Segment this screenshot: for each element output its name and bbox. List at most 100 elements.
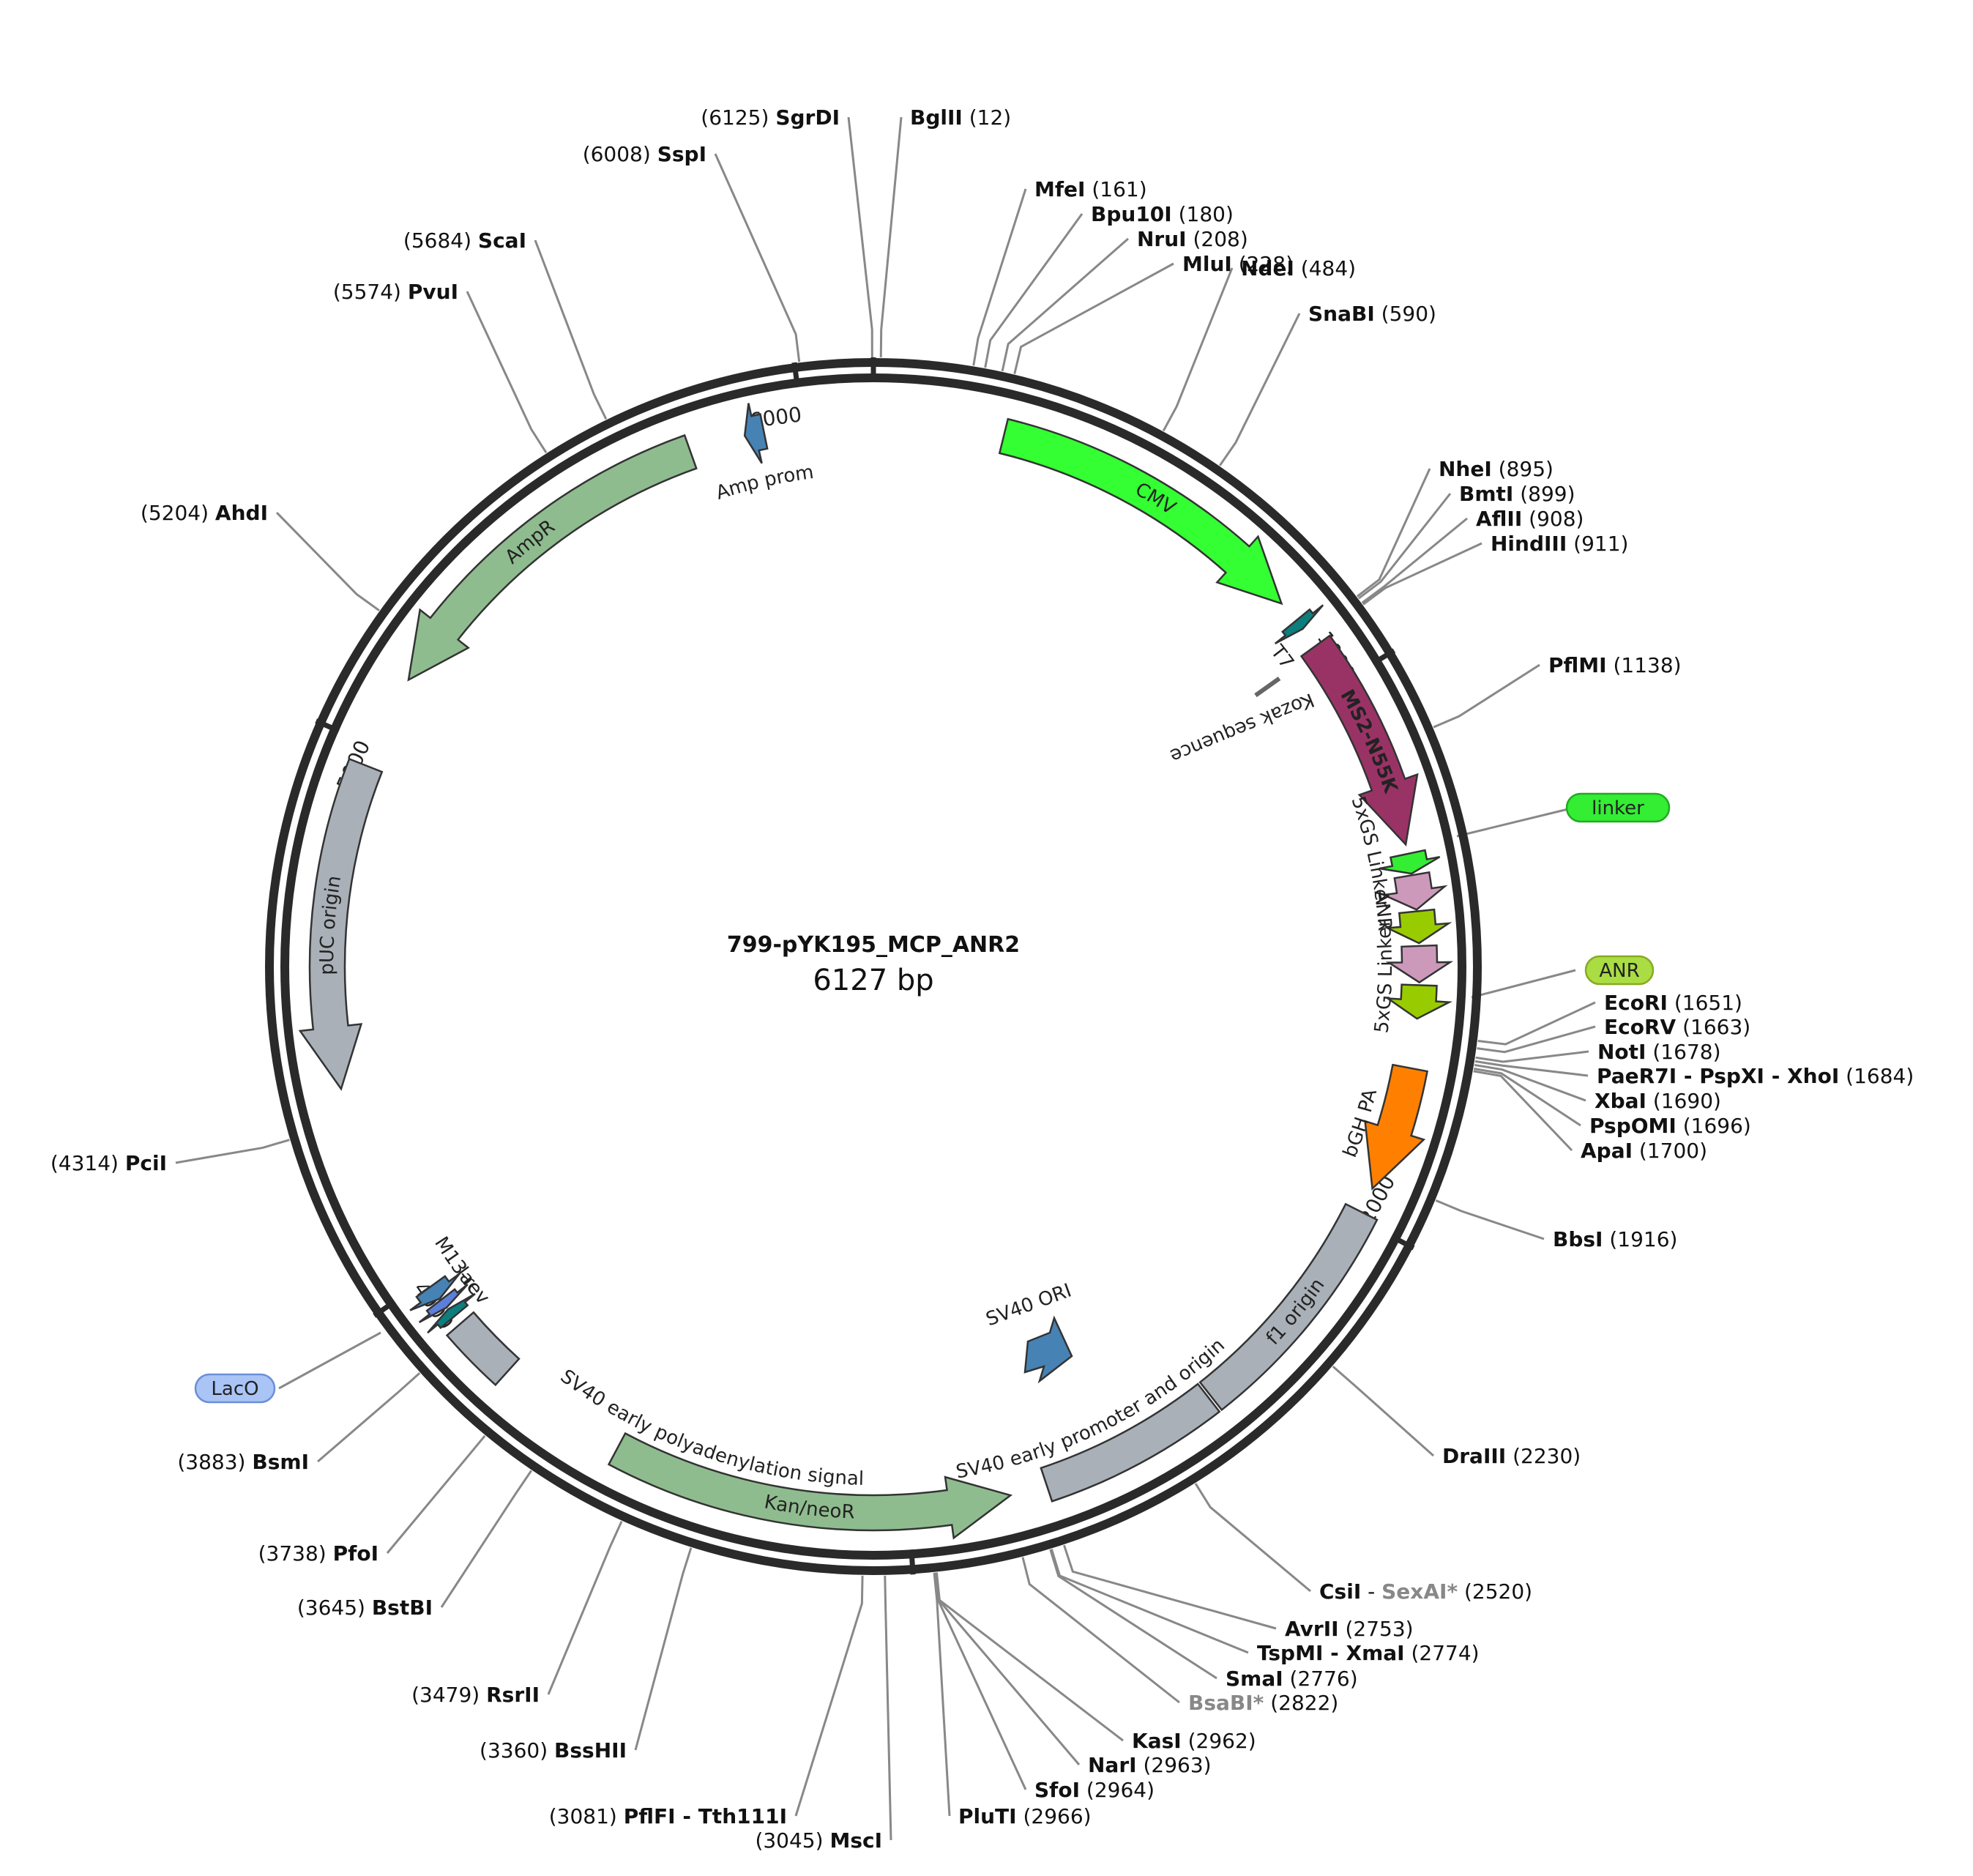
- site-position: (2822): [1264, 1691, 1338, 1715]
- site-position: (12): [963, 105, 1011, 130]
- site-leader: [1001, 237, 1129, 372]
- feature-arrow: [407, 433, 698, 682]
- site-leader: [1477, 1001, 1596, 1046]
- tag-label: LacO: [211, 1378, 258, 1400]
- site-name: PluTI: [958, 1804, 1017, 1828]
- site-label: (5204) AhdI: [141, 501, 268, 525]
- site-name: PflFI - Tth111I: [624, 1804, 787, 1828]
- site-leader: [1361, 517, 1468, 604]
- site-sspi: (6008) SspI: [583, 142, 706, 166]
- site-name: PaeR7I - PspXI - XhoI: [1597, 1064, 1839, 1088]
- site-name: ScaI: [478, 228, 526, 253]
- feature-label: ANR: [1370, 889, 1396, 931]
- site-name: BssHII: [554, 1738, 627, 1763]
- site-leader: [1473, 1067, 1581, 1127]
- site-leader: [972, 188, 1027, 366]
- site-position: (1684): [1839, 1064, 1914, 1088]
- site-label: NotI (1678): [1597, 1040, 1721, 1064]
- site-leader: [1474, 1063, 1586, 1102]
- site-leader: [879, 116, 903, 358]
- site-label: (3081) PflFI - Tth111I: [549, 1804, 787, 1828]
- feature-bgh-pa: bGH PA: [1339, 1063, 1429, 1191]
- feature-arrow: [1379, 849, 1441, 875]
- site-position: (228): [1232, 252, 1294, 276]
- site-pluti: PluTI (2966): [958, 1804, 1092, 1828]
- site-position: (5204): [141, 501, 215, 525]
- feature-segment: [1384, 983, 1453, 1020]
- site-label: KasI (2962): [1132, 1729, 1256, 1753]
- site-leader: [1049, 1549, 1217, 1680]
- site-leader: [794, 1575, 864, 1817]
- site-label: (3479) RsrII: [411, 1683, 540, 1707]
- site-leader: [175, 1139, 290, 1164]
- site-leader: [1473, 1070, 1573, 1152]
- site-name: BmtI: [1459, 482, 1513, 506]
- site-leader: [466, 291, 548, 454]
- feature-arrow: [1385, 944, 1454, 984]
- site-name: SfoI: [1034, 1778, 1080, 1802]
- site-noti: NotI (1678): [1597, 1040, 1721, 1064]
- site-label: SnaBI (590): [1308, 302, 1436, 326]
- tag-leader: [1456, 806, 1575, 838]
- site-leader: [1356, 468, 1431, 598]
- site-csii: CsiI - SexAI* (2520): [1319, 1579, 1532, 1604]
- feature-arrow: [427, 1292, 476, 1334]
- feature-label: Amp prom: [713, 461, 815, 504]
- site-label: AvrII (2753): [1285, 1617, 1414, 1641]
- site-name: PflMI: [1548, 653, 1607, 677]
- site-leader: [1063, 1544, 1277, 1630]
- site-position: (5684): [403, 228, 478, 253]
- site-leader: [317, 1371, 421, 1463]
- site-sfoi: SfoI (2964): [1034, 1778, 1155, 1802]
- feature-sv40-ori: SV40 ORI: [983, 1280, 1075, 1384]
- site-label: (5684) ScaI: [403, 228, 526, 253]
- site-name: PspOMI: [1589, 1114, 1677, 1138]
- tag-pill: [1584, 955, 1655, 986]
- site-leader: [634, 1547, 693, 1751]
- tick-mark: [315, 718, 340, 734]
- feature-label: 5xGS Linker: [1370, 918, 1397, 1035]
- site-label: SfoI (2964): [1034, 1778, 1155, 1802]
- site-name: DraIII: [1442, 1444, 1506, 1468]
- site-kasi: KasI (2962): [1132, 1729, 1256, 1753]
- site-leader: [534, 239, 608, 420]
- site-label: PaeR7I - PspXI - XhoI (1684): [1597, 1064, 1914, 1088]
- site-tspmi-xmai: TspMI - XmaI (2774): [1257, 1641, 1480, 1665]
- site-leader: [1362, 542, 1482, 606]
- site-position: (2753): [1339, 1617, 1414, 1641]
- site-label: EcoRV (1663): [1604, 1015, 1750, 1039]
- site-position: (590): [1375, 302, 1436, 326]
- site-smai: SmaI (2776): [1226, 1667, 1358, 1691]
- site-position: (3479): [411, 1683, 486, 1707]
- site-label: (6125) SgrDI: [701, 105, 840, 130]
- site-bglii: BglII (12): [910, 105, 1011, 130]
- site-leader: [884, 1575, 892, 1841]
- site-position: (2774): [1405, 1641, 1480, 1665]
- site-leader: [1477, 1025, 1596, 1054]
- site-name: NheI: [1439, 457, 1492, 481]
- site-name: RsrII: [486, 1683, 540, 1707]
- plasmid-name: 799-pYK195_MCP_ANR2: [727, 932, 1020, 958]
- site-bsshii: (3360) BssHII: [480, 1738, 627, 1763]
- site-label: NarI (2963): [1088, 1753, 1212, 1777]
- feature-arrow: [445, 1311, 521, 1387]
- site-name: CsiI: [1319, 1579, 1361, 1604]
- site-bsabi: BsaBI* (2822): [1188, 1691, 1338, 1715]
- site-name: EcoRI: [1604, 991, 1668, 1015]
- site-position: (6125): [701, 105, 775, 130]
- site-position: (1138): [1607, 653, 1682, 677]
- site-pfoi: (3738) PfoI: [258, 1541, 378, 1566]
- site-leader: [1357, 493, 1452, 600]
- site-label: NheI (895): [1439, 457, 1554, 481]
- kozak-mark: [1254, 677, 1281, 698]
- feature-arrow: [1274, 604, 1324, 645]
- site-position: (3645): [297, 1596, 372, 1620]
- site-name: BstBI: [372, 1596, 433, 1620]
- site-name: PvuI: [408, 280, 458, 304]
- site-leader: [1194, 1483, 1311, 1593]
- site-name: BbsI: [1553, 1227, 1603, 1251]
- site-position: (1663): [1676, 1015, 1750, 1039]
- site-name: NotI: [1597, 1040, 1646, 1064]
- site-leader: [714, 153, 801, 362]
